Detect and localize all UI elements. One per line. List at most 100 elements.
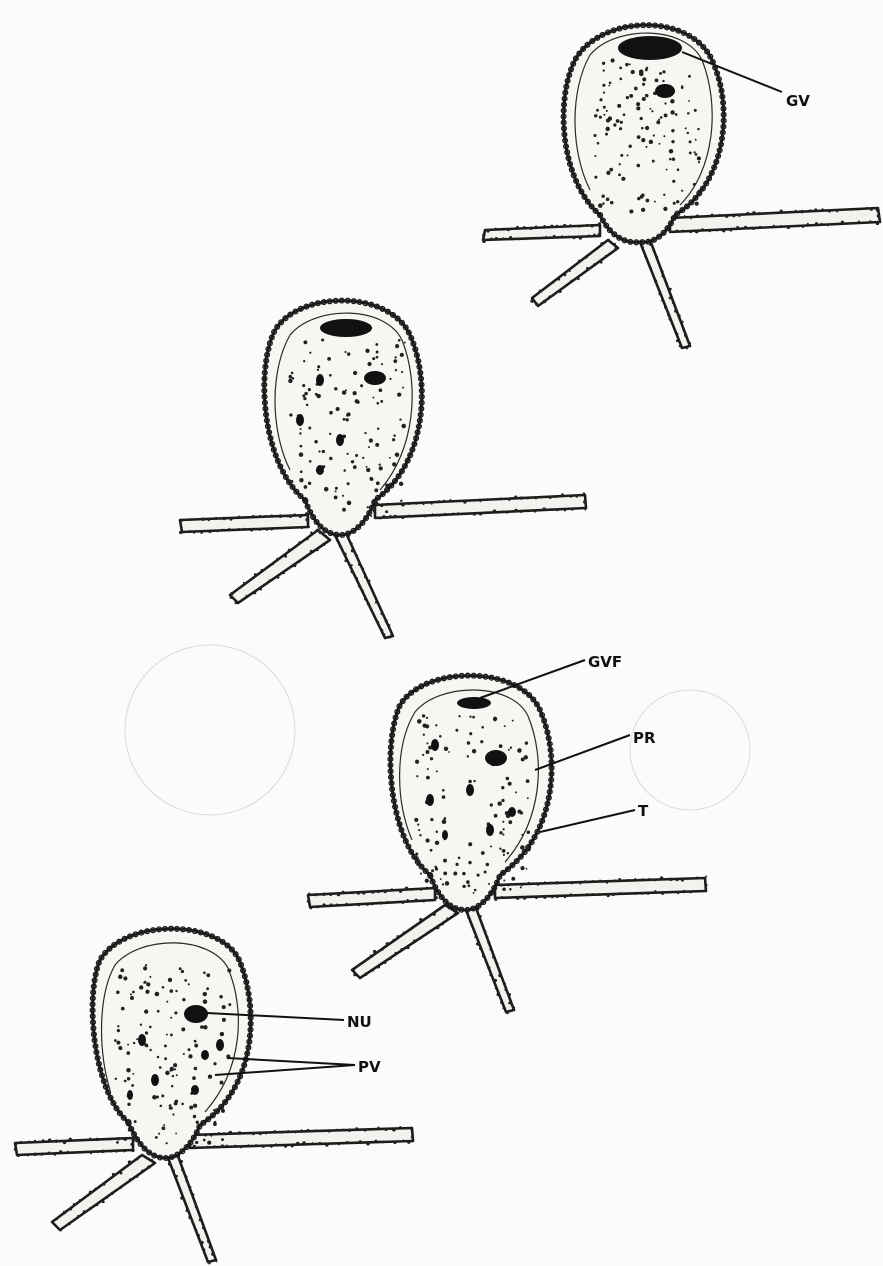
- yolk-granule: [303, 397, 306, 400]
- yolk-granule: [206, 987, 209, 990]
- yolk-granule: [207, 1141, 211, 1145]
- yolk-granule: [507, 852, 509, 854]
- yolk-granule: [435, 867, 438, 870]
- yolk-granule: [671, 140, 674, 143]
- yolk-granule: [518, 858, 520, 860]
- yolk-granule: [126, 1068, 131, 1073]
- yolk-granule: [602, 62, 605, 65]
- yolk-granule: [116, 1141, 119, 1144]
- yolk-granule: [619, 127, 622, 130]
- yolk-granule: [603, 69, 605, 71]
- yolk-granule: [508, 749, 510, 751]
- yolk-granule: [165, 1071, 169, 1075]
- yolk-granule: [174, 1011, 177, 1014]
- yolk-granule: [416, 775, 418, 777]
- yolk-granule: [392, 438, 395, 441]
- yolk-granule: [365, 349, 369, 353]
- yolk-granule: [366, 466, 368, 468]
- yolk-granule: [159, 1066, 162, 1069]
- yolk-granule: [605, 133, 608, 136]
- yolk-granule: [346, 418, 349, 421]
- yolk-granule: [511, 877, 515, 881]
- yolk-granule: [442, 789, 445, 792]
- yolk-granule: [693, 183, 696, 186]
- yolk-granule: [426, 742, 428, 744]
- yolk-granule: [149, 976, 151, 978]
- yolk-granule: [669, 158, 672, 161]
- yolk-granule: [415, 760, 419, 764]
- yolk-granule: [442, 795, 446, 799]
- yolk-granule: [698, 190, 702, 194]
- label-gvf: GVF: [588, 653, 622, 671]
- yolk-granule: [166, 1034, 168, 1036]
- yolk-granule: [140, 1024, 142, 1026]
- yolk-granule: [626, 96, 629, 99]
- yolk-granule: [629, 145, 632, 148]
- yolk-granule: [227, 968, 231, 972]
- yolk-granule: [688, 100, 690, 102]
- yolk-granule: [136, 1038, 138, 1040]
- yolk-granule: [291, 372, 294, 375]
- yolk-granule: [649, 108, 651, 110]
- yolk-granule: [642, 97, 646, 101]
- yolk-granule: [641, 127, 644, 130]
- nucleolus: [364, 371, 386, 385]
- yolk-granule: [392, 462, 396, 466]
- yolk-granule: [203, 999, 208, 1004]
- yolk-granule: [173, 1063, 177, 1067]
- yolk-granule: [324, 487, 329, 492]
- yolk-granule: [329, 411, 333, 415]
- yolk-granule: [379, 388, 383, 392]
- yolk-granule: [203, 1139, 206, 1142]
- yolk-granule: [629, 94, 633, 98]
- yolk-granule: [335, 487, 338, 490]
- yolk-granule: [681, 190, 683, 192]
- yolk-granule: [594, 176, 597, 179]
- yolk-granule: [609, 81, 612, 84]
- yolk-granule: [435, 724, 437, 726]
- yolk-granule: [642, 83, 645, 86]
- yolk-granule: [502, 821, 504, 823]
- yolk-granule: [329, 457, 332, 460]
- germinal-vesicle: [320, 319, 372, 337]
- yolk-granule: [620, 154, 623, 157]
- yolk-granule: [499, 831, 502, 834]
- yolk-granule: [376, 356, 379, 359]
- yolk-granule: [203, 992, 207, 996]
- yolk-granule: [213, 1122, 217, 1126]
- yolk-granule: [308, 388, 311, 391]
- yolk-granule: [317, 365, 320, 368]
- yolk-granule: [526, 847, 530, 851]
- yolk-granule: [194, 1044, 198, 1048]
- yolk-granule: [466, 880, 470, 884]
- yolk-granule: [170, 1017, 172, 1019]
- yolk-granule: [608, 85, 610, 87]
- yolk-granule: [351, 460, 354, 463]
- yolk-granule: [370, 477, 374, 481]
- yolk-granule: [525, 741, 528, 744]
- yolk-granule: [605, 127, 609, 131]
- yolk-granule: [292, 377, 295, 380]
- yolk-granule: [164, 1057, 167, 1060]
- yolk-granule: [289, 375, 293, 379]
- yolk-granule: [166, 1142, 168, 1144]
- yolk-granule: [342, 495, 344, 497]
- yolk-granule: [617, 104, 621, 108]
- yolk-granule: [659, 72, 662, 75]
- yolk-granule: [504, 725, 506, 727]
- yolk-granule: [473, 892, 475, 894]
- yolk-granule: [455, 729, 458, 732]
- yolk-granule: [508, 820, 512, 824]
- yolk-granule: [597, 142, 600, 145]
- yolk-granule: [194, 1067, 197, 1070]
- yolk-granule: [631, 70, 635, 74]
- yolk-granule: [344, 351, 346, 353]
- yolk-granule: [206, 973, 210, 977]
- yolk-granule: [399, 482, 403, 486]
- yolk-granule: [502, 887, 506, 891]
- yolk-granule: [618, 173, 621, 176]
- yolk-granule: [658, 119, 660, 121]
- yolk-granule: [629, 209, 633, 213]
- yolk-granule: [425, 879, 429, 883]
- yolk-granule: [376, 402, 379, 405]
